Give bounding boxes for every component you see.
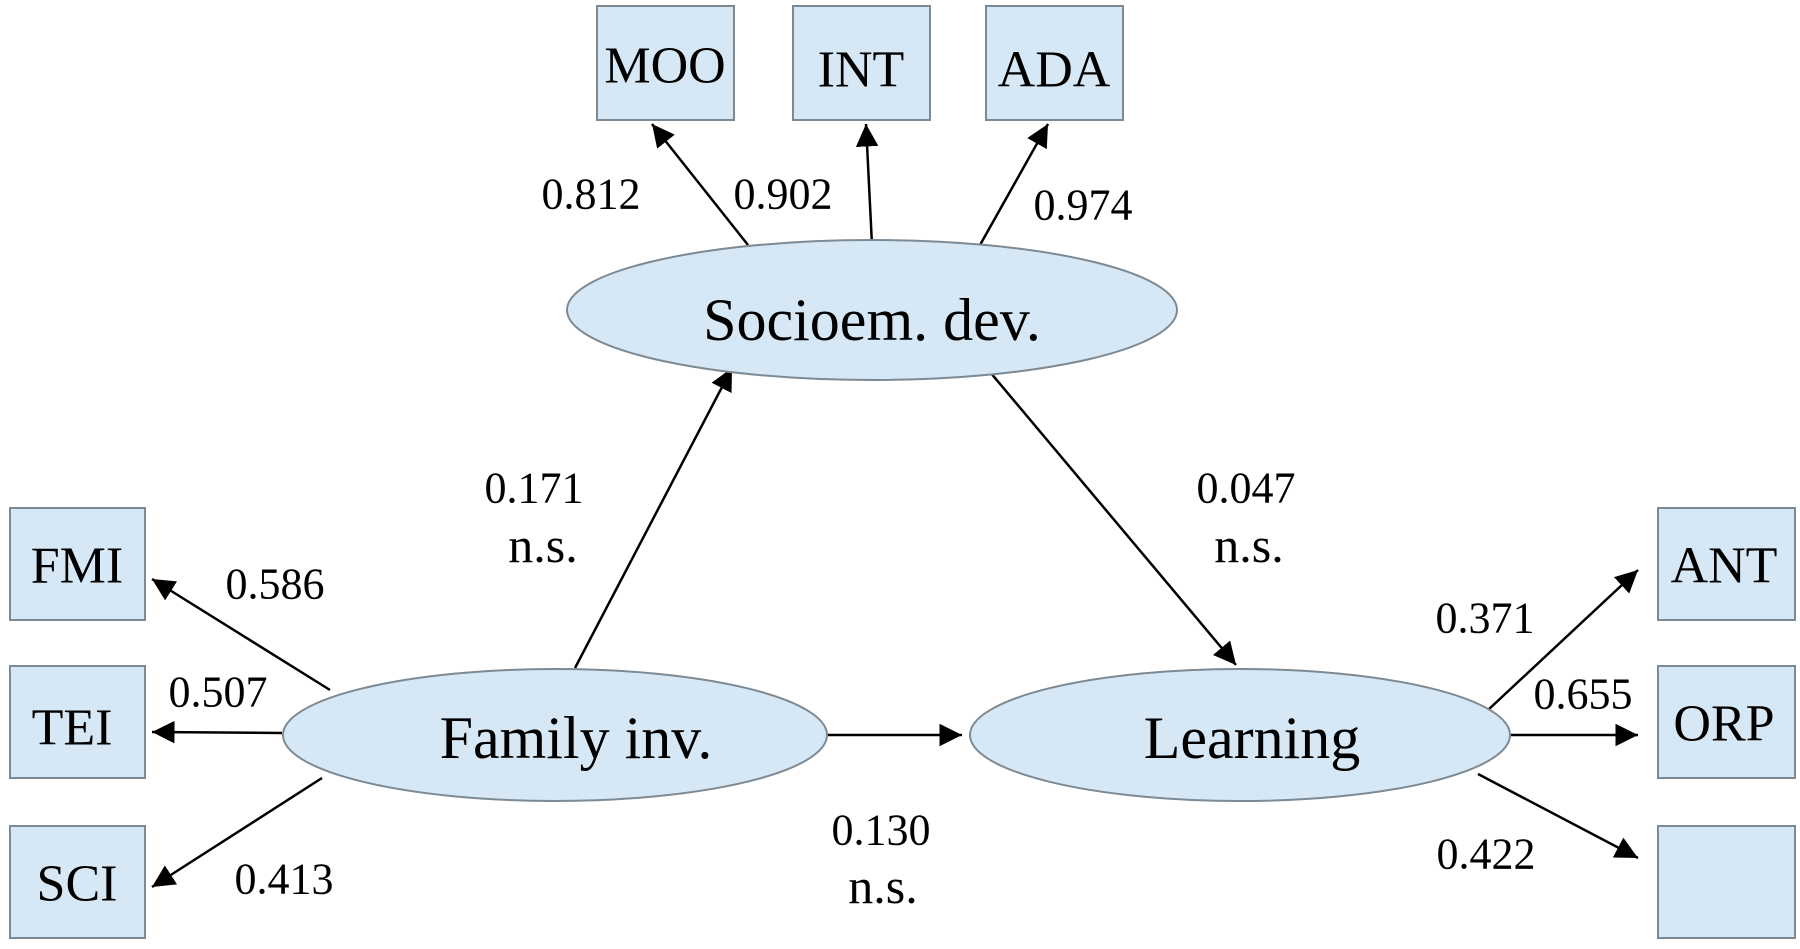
- edge-learning-ant: [1487, 569, 1639, 711]
- indicator-ada: ADA: [985, 5, 1124, 121]
- indicator-unlabeled: [1657, 825, 1796, 939]
- edge-socioem-ada: [978, 123, 1050, 246]
- indicator-tei: TEI: [9, 665, 146, 779]
- svg-text:Family inv.: Family inv.: [440, 705, 713, 771]
- latent-socioem-dev: Socioem. dev.: [566, 239, 1178, 381]
- indicator-int: INT: [792, 5, 931, 121]
- svg-text:TEI: TEI: [32, 700, 113, 757]
- indicator-orp: ORP: [1657, 665, 1796, 779]
- edge-family-tei: [151, 720, 283, 744]
- path-family-socioem-value: 0.171: [485, 464, 584, 513]
- path-family-socioem-sig: n.s.: [508, 517, 577, 573]
- indicator-moo: MOO: [596, 5, 735, 121]
- loading-orp: 0.655: [1534, 670, 1633, 719]
- svg-text:Learning: Learning: [1144, 705, 1361, 771]
- loading-sci: 0.413: [235, 855, 334, 904]
- indicator-ant: ANT: [1657, 507, 1796, 621]
- path-family-learning-sig: n.s.: [848, 858, 917, 914]
- svg-text:Socioem. dev.: Socioem. dev.: [703, 287, 1041, 353]
- loading-tei: 0.507: [169, 668, 268, 717]
- loading-ada: 0.974: [1034, 181, 1133, 230]
- latent-learning: Learning: [969, 668, 1511, 802]
- svg-text:SCI: SCI: [37, 856, 118, 913]
- loading-unlabeled: 0.422: [1437, 830, 1536, 879]
- edge-socioem-int: [855, 123, 879, 246]
- path-socioem-learning-sig: n.s.: [1214, 517, 1283, 573]
- indicator-sci: SCI: [9, 825, 146, 939]
- path-socioem-learning-value: 0.047: [1197, 464, 1296, 513]
- latent-family-inv: Family inv.: [282, 668, 828, 802]
- path-family-socioem: [573, 367, 734, 669]
- svg-text:ORP: ORP: [1673, 696, 1774, 753]
- edge-socioem-moo: [651, 123, 749, 246]
- svg-text:MOO: MOO: [604, 38, 725, 95]
- loading-moo: 0.812: [542, 170, 641, 219]
- path-family-learning-value: 0.130: [832, 806, 931, 855]
- svg-text:ANT: ANT: [1671, 538, 1778, 595]
- svg-text:ADA: ADA: [998, 42, 1111, 99]
- edge-family-sci: [151, 776, 323, 889]
- loading-ant: 0.371: [1436, 594, 1535, 643]
- edge-learning-unlabeled: [1477, 772, 1639, 860]
- svg-text:INT: INT: [818, 42, 905, 99]
- path-socioem-learning: [989, 371, 1237, 666]
- svg-text:FMI: FMI: [31, 538, 123, 595]
- loading-int: 0.902: [734, 170, 833, 219]
- edge-family-fmi: [151, 577, 331, 692]
- loading-fmi: 0.586: [226, 560, 325, 609]
- indicator-fmi: FMI: [9, 507, 146, 621]
